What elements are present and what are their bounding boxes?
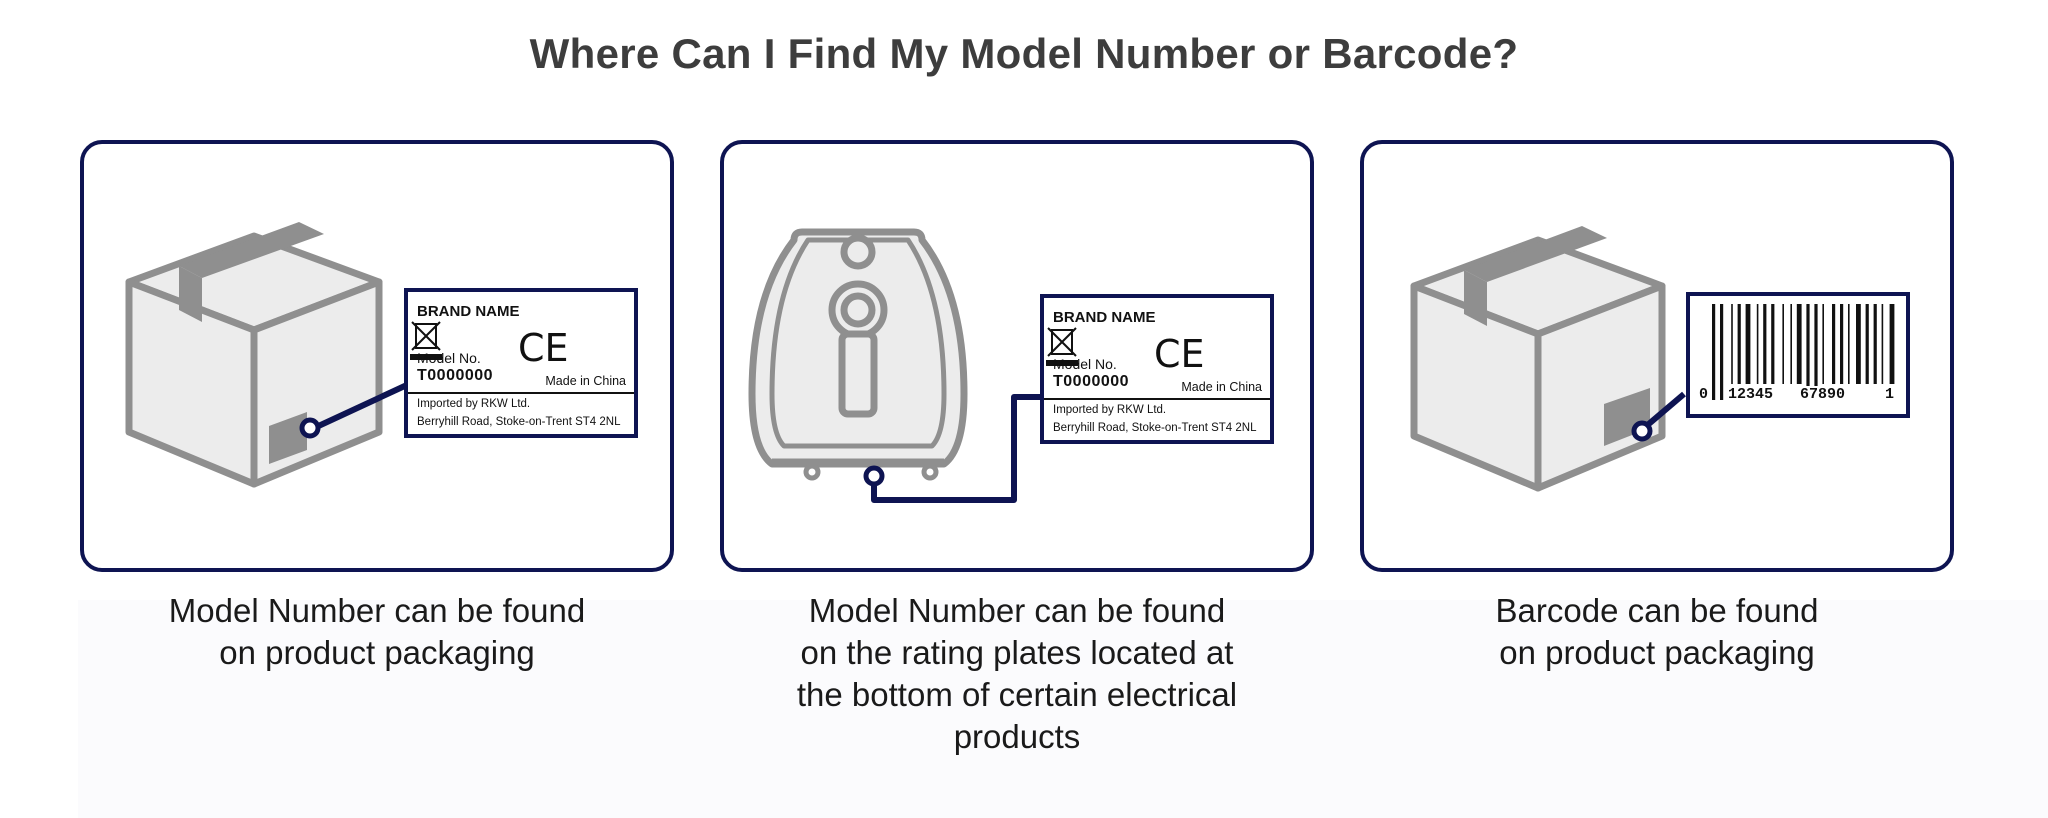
- label-divider: [1044, 398, 1270, 400]
- caption-line: the bottom of certain electrical: [796, 676, 1238, 713]
- ce-mark: CE: [518, 326, 569, 370]
- barcode-bar: [1889, 304, 1895, 384]
- barcode-bar: [1806, 304, 1810, 400]
- caption-line: on product packaging: [219, 634, 535, 671]
- barcode-bars: [1712, 304, 1895, 400]
- caption-packaging-model: Model Number can be found on product pac…: [80, 590, 674, 674]
- label-divider: [408, 392, 634, 394]
- card-rating-plate: BRAND NAME CE Model No. T0000000 Made in…: [720, 140, 1314, 572]
- barcode-bar: [1712, 304, 1716, 400]
- air-fryer-icon: [748, 228, 1042, 503]
- barcode-right-digit: 1: [1885, 386, 1895, 403]
- barcode-bar: [1840, 304, 1844, 384]
- card-packaging-barcode: 0 12345 67890 1: [1360, 140, 1954, 572]
- caption-line: Model Number can be found: [168, 592, 586, 629]
- ce-mark: CE: [1154, 332, 1205, 376]
- barcode-bar: [1763, 304, 1767, 384]
- caption-line: on product packaging: [1499, 634, 1815, 671]
- rating-label: BRAND NAME CE Model No. T0000000 Made in…: [404, 288, 638, 438]
- caption-rating-plate: Model Number can be found on the rating …: [720, 590, 1314, 758]
- box-icon: [1410, 226, 1686, 492]
- barcode-left-digit: 0: [1699, 386, 1709, 403]
- importer-line-2: Berryhill Road, Stoke-on-Trent ST4 2NL: [417, 416, 621, 428]
- importer-line-1: Imported by RKW Ltd.: [417, 398, 531, 410]
- importer-line-2: Berryhill Road, Stoke-on-Trent ST4 2NL: [1053, 422, 1257, 434]
- barcode-group-1: 12345: [1728, 386, 1774, 403]
- barcode-bar: [1796, 304, 1802, 384]
- barcode-group-2: 67890: [1800, 386, 1846, 403]
- barcode-bar: [1865, 304, 1869, 384]
- barcode-bar: [1720, 304, 1724, 400]
- caption-line: Model Number can be found: [808, 592, 1226, 629]
- card-packaging-model: BRAND NAME CE Model No. T0000000 Made in…: [80, 140, 674, 572]
- caption-line: on the rating plates located at: [800, 634, 1234, 671]
- barcode-bar: [1756, 304, 1759, 384]
- barcode-bar: [1881, 304, 1884, 384]
- barcode-bar: [1856, 304, 1861, 384]
- barcode-bar: [1822, 304, 1824, 384]
- made-in: Made in China: [1181, 380, 1262, 394]
- weee-bin-icon: [1046, 327, 1078, 366]
- background-panel: [78, 600, 2048, 818]
- brand-name: BRAND NAME: [417, 303, 520, 320]
- brand-name: BRAND NAME: [1053, 309, 1156, 326]
- caption-line: Barcode can be found: [1495, 592, 1819, 629]
- model-label: Model No.: [1053, 356, 1117, 372]
- weee-bin-icon: [410, 321, 442, 360]
- box-icon: [125, 222, 411, 488]
- barcode-bar: [1832, 304, 1836, 384]
- barcode-bar: [1782, 304, 1784, 384]
- barcode-bar: [1737, 304, 1741, 384]
- caption-line: products: [953, 718, 1081, 755]
- barcode-bar: [1790, 304, 1792, 384]
- barcode-label: 0 12345 67890 1: [1686, 292, 1910, 418]
- barcode-bar: [1814, 304, 1818, 400]
- barcode-bar: [1873, 304, 1877, 384]
- rating-label: BRAND NAME CE Model No. T0000000 Made in…: [1040, 294, 1274, 444]
- page-title: Where Can I Find My Model Number or Barc…: [529, 30, 1519, 77]
- barcode-bar: [1771, 304, 1775, 384]
- barcode-bar: [1848, 304, 1850, 384]
- barcode-bar: [1731, 304, 1733, 384]
- made-in: Made in China: [545, 374, 626, 388]
- importer-line-1: Imported by RKW Ltd.: [1053, 404, 1167, 416]
- model-value: T0000000: [417, 367, 494, 384]
- caption-packaging-barcode: Barcode can be found on product packagin…: [1360, 590, 1954, 674]
- barcode-bar: [1745, 304, 1751, 384]
- model-label: Model No.: [417, 350, 481, 366]
- model-value: T0000000: [1053, 373, 1130, 390]
